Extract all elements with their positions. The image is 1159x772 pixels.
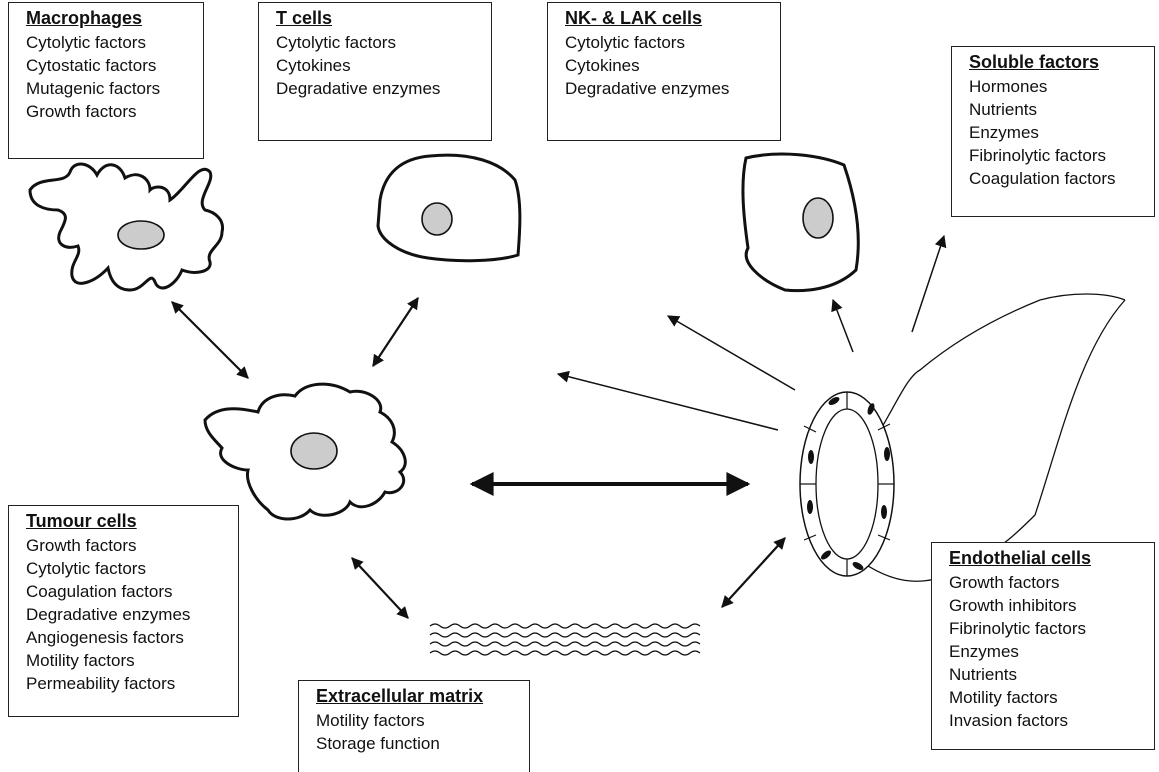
list-item: Cytolytic factors [26, 33, 146, 52]
extracellular-matrix-list: Motility factors Storage function [316, 709, 519, 755]
nk-lak-cell [741, 152, 860, 293]
list-item: Cytokines [565, 56, 640, 75]
list-item: Cytolytic factors [276, 33, 396, 52]
tumour-cells-title: Tumour cells [26, 511, 137, 531]
t-cells-title: T cells [276, 8, 333, 28]
list-item: Angiogenesis factors [26, 628, 184, 647]
list-item: Growth factors [949, 573, 1060, 592]
macrophage-cell [28, 162, 225, 292]
list-item: Growth factors [26, 536, 137, 555]
blood-vessel [799, 293, 1126, 582]
extracellular-matrix-box: Extracellular matrix Motility factors St… [298, 680, 530, 772]
soluble-factors-title: Soluble factors [969, 52, 1100, 72]
list-item: Coagulation factors [26, 582, 173, 601]
arrow-tcell-tumour [372, 296, 419, 368]
nk-lak-nucleus [802, 197, 834, 239]
interaction-arrows [171, 296, 786, 619]
soluble-factors-box: Soluble factors Hormones Nutrients Enzym… [951, 46, 1155, 217]
list-item: Fibrinolytic factors [949, 619, 1086, 638]
list-item: Invasion factors [949, 711, 1069, 730]
list-item: Permeability factors [26, 674, 176, 693]
list-item: Coagulation factors [969, 169, 1116, 188]
endothelial-nuclei [807, 397, 890, 570]
list-item: Degradative enzymes [565, 79, 730, 98]
macrophages-box: Macrophages Cytolytic factors Cytostatic… [8, 2, 204, 159]
arrow-tumour-matrix [351, 557, 409, 619]
t-cell [376, 153, 522, 263]
arrow-vessel-secretion-up [831, 298, 854, 353]
tumour-cells-list: Growth factors Cytolytic factors Coagula… [26, 534, 228, 695]
t-cells-list: Cytolytic factors Cytokines Degradative … [276, 31, 481, 100]
list-item: Degradative enzymes [276, 79, 441, 98]
list-item: Storage function [316, 734, 440, 753]
tumour-cell [203, 382, 407, 521]
list-item: Cytolytic factors [26, 559, 146, 578]
arrow-vessel-secretion-left [556, 370, 779, 431]
list-item: Cytokines [276, 56, 351, 75]
secretion-arrows [556, 234, 947, 431]
list-item: Growth inhibitors [949, 596, 1077, 615]
list-item: Hormones [969, 77, 1048, 96]
tumour-cells-box: Tumour cells Growth factors Cytolytic fa… [8, 505, 239, 717]
arrow-matrix-vessel [721, 537, 786, 608]
arrow-vessel-secretion-upleft [666, 315, 796, 391]
nk-lak-cells-box: NK- & LAK cells Cytolytic factors Cytoki… [547, 2, 781, 141]
endothelial-cells-box: Endothelial cells Growth factors Growth … [931, 542, 1155, 750]
list-item: Motility factors [26, 651, 135, 670]
soluble-factors-list: Hormones Nutrients Enzymes Fibrinolytic … [969, 75, 1144, 190]
list-item: Degradative enzymes [26, 605, 191, 624]
list-item: Enzymes [949, 642, 1019, 661]
endothelial-cells-list: Growth factors Growth inhibitors Fibrino… [949, 571, 1144, 732]
tumour-nucleus [290, 432, 338, 470]
list-item: Motility factors [316, 711, 425, 730]
list-item: Fibrinolytic factors [969, 146, 1106, 165]
t-cell-nucleus [421, 202, 453, 236]
macrophages-title: Macrophages [26, 8, 143, 28]
list-item: Nutrients [949, 665, 1018, 684]
extracellular-matrix-fibers [429, 623, 701, 656]
arrow-macrophage-tumour [171, 301, 249, 379]
vessel-lumen [815, 408, 879, 560]
extracellular-matrix-title: Extracellular matrix [316, 686, 484, 706]
list-item: Enzymes [969, 123, 1039, 142]
list-item: Motility factors [949, 688, 1058, 707]
list-item: Nutrients [969, 100, 1038, 119]
list-item: Mutagenic factors [26, 79, 161, 98]
nk-lak-cells-list: Cytolytic factors Cytokines Degradative … [565, 31, 770, 100]
nk-lak-cells-title: NK- & LAK cells [565, 8, 703, 28]
list-item: Cytolytic factors [565, 33, 685, 52]
endothelial-cells-title: Endothelial cells [949, 548, 1092, 568]
arrow-vessel-soluble-factors [911, 234, 947, 333]
list-item: Growth factors [26, 102, 137, 121]
list-item: Cytostatic factors [26, 56, 157, 75]
macrophage-nucleus [117, 220, 165, 250]
macrophages-list: Cytolytic factors Cytostatic factors Mut… [26, 31, 193, 123]
t-cells-box: T cells Cytolytic factors Cytokines Degr… [258, 2, 492, 141]
